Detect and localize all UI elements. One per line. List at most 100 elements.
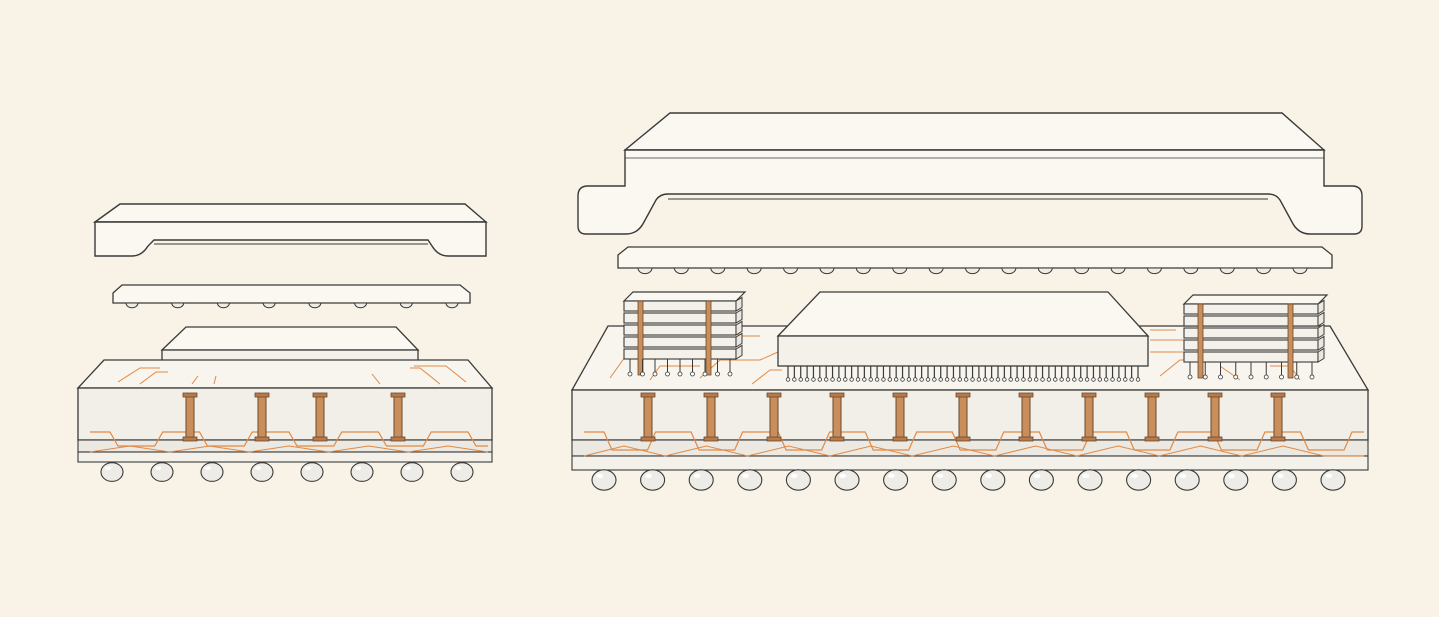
ball-highlight	[1131, 473, 1138, 478]
via-cap-bottom	[1018, 436, 1034, 442]
pin-pad	[900, 377, 905, 382]
interposer-bump	[125, 302, 139, 309]
stack-pin-pad	[702, 371, 708, 377]
stack-layer-side	[735, 320, 743, 336]
ball-highlight	[1082, 473, 1090, 478]
surface-trace	[191, 375, 199, 385]
interposer-bump	[354, 302, 368, 309]
surface-trace	[139, 371, 168, 385]
pin-pad	[995, 377, 1001, 382]
stack-layer-side	[735, 332, 743, 348]
stack-pin-pad	[715, 371, 720, 377]
via-cap-top	[1207, 392, 1223, 398]
pin-pad	[1091, 377, 1096, 382]
ball-highlight	[1033, 473, 1041, 478]
via-cap-bottom	[829, 436, 845, 442]
stack-pin-pad	[652, 371, 658, 377]
via-cap-top	[703, 392, 719, 398]
stack-pin-pad	[677, 371, 683, 377]
ball-highlight	[645, 473, 652, 478]
ball-highlight	[305, 466, 312, 471]
pin-pad	[843, 377, 848, 382]
memory-stack-left	[622, 291, 747, 377]
via-cap-top	[1270, 392, 1286, 398]
interposer-bump	[1037, 267, 1053, 275]
stack-top	[622, 291, 747, 302]
stack-pin-pad	[1248, 374, 1254, 380]
left-interposer-bumps	[125, 302, 459, 309]
interposer-bump	[855, 267, 871, 275]
stack-layer-side	[1317, 335, 1325, 351]
solder-ball	[785, 469, 811, 491]
right-processor-die	[776, 291, 1150, 382]
solder-ball	[400, 462, 424, 482]
interposer-bump	[819, 267, 835, 275]
pin-pad	[919, 377, 924, 382]
solder-ball	[450, 462, 474, 482]
pin-pad	[1135, 377, 1141, 382]
pin-pad	[1027, 377, 1033, 382]
stack-pin-pad	[690, 371, 695, 377]
pin-pad	[1040, 377, 1045, 382]
via-pillar	[958, 395, 968, 439]
ball-highlight	[355, 466, 362, 471]
via-cap-bottom	[182, 436, 198, 442]
stack-layer	[1183, 315, 1319, 327]
pin-pad	[1072, 377, 1077, 382]
stack-layer-side	[735, 296, 743, 312]
pin-pad	[817, 377, 823, 382]
stack-pin-pad	[1263, 374, 1269, 380]
pin-pad	[925, 377, 931, 382]
via-cap-top	[1081, 392, 1097, 398]
left-internal-traces	[89, 431, 489, 453]
right-die-side	[777, 335, 1149, 367]
ball-highlight	[1325, 473, 1333, 478]
ball-highlight	[596, 473, 604, 478]
pin-pad	[1065, 377, 1071, 382]
right-lid-body	[577, 149, 1363, 235]
stack-layer	[1183, 303, 1319, 315]
surface-trace	[213, 375, 217, 385]
right-die-top	[776, 291, 1150, 337]
interposer-bump	[673, 267, 689, 275]
via-cap-top	[766, 392, 782, 398]
pin-pad	[1123, 377, 1128, 382]
via-pillar	[1147, 395, 1157, 439]
solder-ball	[640, 469, 666, 491]
surface-trace	[117, 367, 160, 383]
interposer-bump	[308, 302, 322, 309]
pin-pad	[1116, 377, 1122, 382]
interposer-bump	[928, 267, 944, 275]
stack-layer-side	[1317, 347, 1325, 363]
ball-highlight	[985, 473, 992, 478]
solder-ball	[1077, 469, 1103, 491]
stack-layer-side	[735, 308, 743, 324]
pin-pad	[811, 377, 816, 382]
via-pillar	[393, 395, 403, 439]
right-substrate-layer-1	[571, 439, 1369, 457]
solder-ball	[200, 462, 224, 482]
right-solder-balls	[591, 469, 1346, 491]
via-cap-bottom	[640, 436, 656, 442]
left-lid-body	[94, 221, 487, 257]
right-interposer-bumps	[637, 267, 1308, 275]
right-substrate-layer-2	[571, 455, 1369, 471]
stack-top	[1182, 294, 1329, 305]
pin-pad	[983, 377, 988, 382]
interposer-bump	[1219, 267, 1235, 275]
stack-pin-pad	[1202, 374, 1208, 380]
stack-layer-side	[735, 344, 743, 360]
interposer-bump	[637, 267, 653, 275]
interposer-bump	[1001, 267, 1017, 275]
pin-pad	[798, 377, 803, 382]
via-cap-top	[892, 392, 908, 398]
ball-highlight	[455, 466, 462, 471]
pin-pad	[1053, 377, 1058, 382]
right-internal-traces	[583, 431, 1364, 457]
interposer-bump	[171, 302, 185, 309]
pin-pad	[951, 377, 956, 382]
pin-pad	[1129, 377, 1134, 382]
solder-ball	[150, 462, 174, 482]
interposer-bump	[783, 267, 799, 275]
via-cap-bottom	[312, 436, 328, 442]
